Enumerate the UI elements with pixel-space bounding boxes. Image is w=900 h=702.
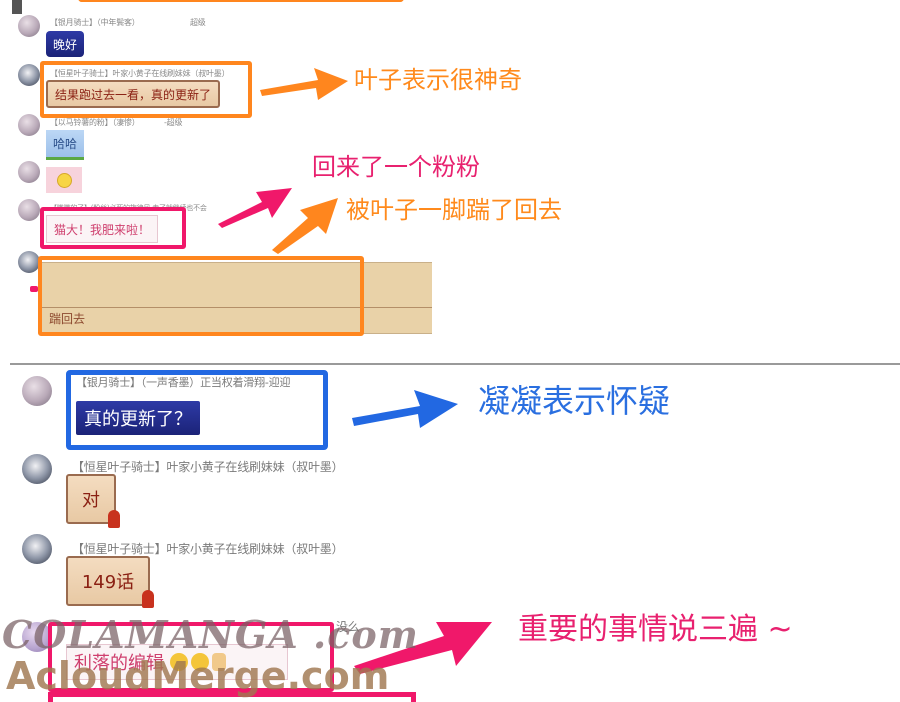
sender-name: 【以马铃薯的粉】（凄惨）: [50, 118, 140, 127]
avatar[interactable]: [22, 622, 52, 652]
highlight-box: [40, 61, 252, 118]
character-icon: [108, 510, 120, 528]
annotation-ningning-doubt: 凝凝表示怀疑: [478, 382, 671, 420]
sender-name: 【恒星叶子骑士】叶家小黄子在线刷妹妹（叔叶墨）: [50, 69, 230, 78]
arrow-icon: [218, 188, 292, 228]
unread-marker: [30, 286, 38, 292]
watermark: COLAMANGA .com AcloudMerge.com: [0, 612, 420, 702]
character-icon: [142, 590, 154, 608]
message-bubble: 对: [66, 474, 116, 524]
message-bubble: 哈哈: [46, 130, 85, 160]
avatar[interactable]: [22, 534, 52, 564]
arrow-icon: [352, 390, 458, 428]
avatar[interactable]: [22, 376, 52, 406]
message-bubble: 真的更新了？: [76, 401, 200, 435]
arrow-icon: [260, 68, 348, 100]
message-text: 149话: [81, 572, 135, 593]
highlight-box: [38, 256, 364, 336]
avatar[interactable]: [18, 15, 40, 37]
annotation-say-thrice: 重要的事情说三遍 ~: [518, 612, 793, 647]
sender-name: 【恒星叶子骑士】叶家小黄子在线刷妹妹（叔叶墨）: [72, 542, 344, 556]
message-text: 晚好: [53, 37, 78, 52]
avatar[interactable]: [18, 251, 40, 273]
watermark-line-2: AcloudMerge.com: [6, 654, 390, 698]
sender-name: 【银月骑士】（中年鬓客）: [50, 18, 140, 27]
message-text: 踹回去: [49, 312, 86, 326]
bottom-chat-panel: 【银月骑士】（一声香墨）正当权着滑翔-迎迎 真的更新了？ 凝凝表示怀疑 【恒星叶…: [0, 366, 900, 702]
message-bubble: 踹回去: [42, 262, 432, 334]
message-text: 结果跑过去一看，真的更新了: [55, 87, 212, 102]
highlight-box-cut-off: [48, 692, 416, 702]
laughing-face-icon: [170, 653, 188, 671]
arrow-icon: [354, 622, 492, 674]
smiley-sticker-icon: [56, 172, 72, 188]
sender-extra: 没么: [336, 620, 360, 634]
hand-icon: [212, 653, 226, 671]
message-bubble: 猫大！我肥来啦！: [46, 215, 158, 243]
avatar[interactable]: [18, 199, 40, 221]
message-text: 对: [82, 490, 100, 511]
avatar[interactable]: [18, 114, 40, 136]
watermark-line-1: COLAMANGA .com: [2, 612, 419, 657]
sender-extra: -超级: [164, 118, 183, 127]
message-text: 真的更新了？: [84, 409, 192, 430]
bubble-divider: [42, 307, 432, 308]
avatar[interactable]: [22, 454, 52, 484]
highlight-box: [66, 370, 328, 450]
top-chat-panel: 【银月骑士】（中年鬓客） 超级 晚好 【恒星叶子骑士】叶家小黄子在线刷妹妹（叔叶…: [12, 0, 562, 336]
annotation-pink-back: 回来了一个粉粉: [312, 153, 480, 181]
message-bubble: 晚好: [46, 31, 85, 57]
message-text: 猫大！我肥来啦！: [54, 222, 151, 237]
annotation-kicked-back: 被叶子一脚踹了回去: [346, 196, 562, 224]
message-text: 哈哈: [53, 137, 78, 151]
avatar[interactable]: [18, 64, 40, 86]
message-bubble: 利落的编辑: [66, 644, 288, 680]
message-text: 利落的编辑: [74, 653, 164, 674]
laughing-face-icon: [191, 653, 209, 671]
arrow-icon: [272, 198, 338, 254]
avatar[interactable]: [18, 161, 40, 183]
section-divider: [10, 363, 900, 365]
message-bubble: [46, 167, 82, 193]
annotation-leaf-magic: 叶子表示很神奇: [354, 66, 522, 94]
highlight-box: [40, 207, 186, 249]
sender-extra: 超级: [190, 18, 206, 27]
highlight-box-cut-off: [78, 0, 404, 2]
message-bubble: 结果跑过去一看，真的更新了: [46, 80, 221, 108]
sender-name: 【银月骑士】（一声香墨）正当权着滑翔-迎迎: [76, 376, 291, 389]
sender-name: 【恒星叶子骑士】叶家小黄子在线刷妹妹（叔叶墨）: [72, 460, 344, 474]
scrollbar-thumb[interactable]: [12, 0, 22, 14]
highlight-box: [48, 622, 334, 692]
message-bubble: 149话: [66, 556, 150, 606]
